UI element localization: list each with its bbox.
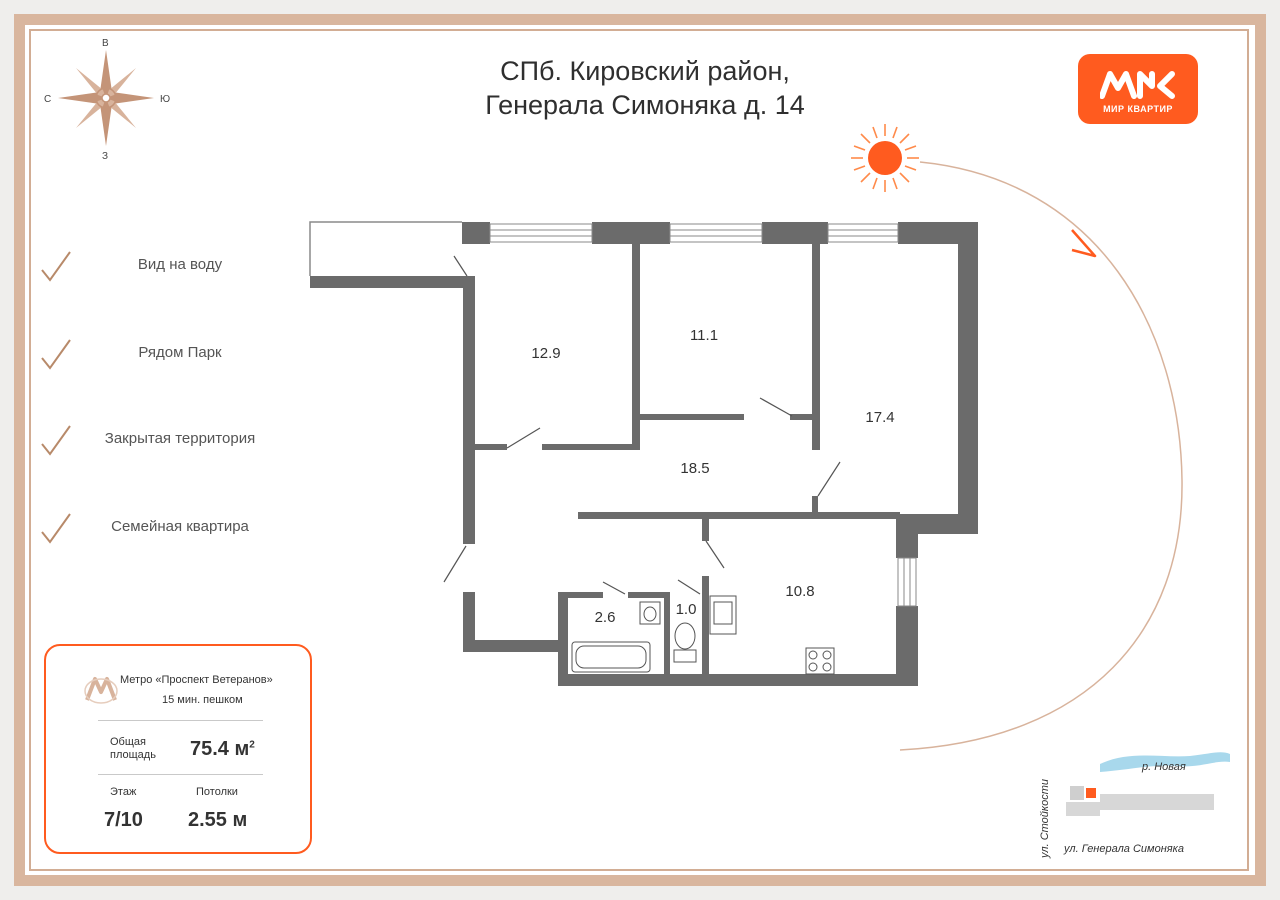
metro-walk-time: 15 мин. пешком	[162, 694, 243, 706]
sun-path-arrow-icon	[1071, 229, 1097, 258]
feature-label: Семейная квартира	[111, 518, 249, 535]
toilet-icon	[673, 622, 697, 663]
doors	[443, 255, 841, 595]
divider	[98, 774, 263, 775]
feature-item: Закрытая территория	[40, 414, 340, 464]
floor-value: 7/10	[104, 809, 143, 831]
fixtures	[571, 595, 835, 675]
river-shape	[1100, 752, 1230, 772]
check-icon	[41, 339, 71, 370]
mir-kvartir-logo-icon	[1100, 71, 1175, 99]
feature-label: Закрытая территория	[104, 430, 256, 447]
metro-icon	[84, 677, 118, 704]
location-map: р. Новая ул. Стойкости ул. Генерала Симо…	[1039, 752, 1230, 859]
room-area-label: 17.4	[865, 409, 894, 426]
feature-label: Вид на воду	[137, 256, 223, 273]
info-card: Метро «Проспект Ветеранов» 15 мин. пешко…	[44, 644, 312, 854]
check-icon	[41, 425, 71, 456]
room-area-label: 18.5	[680, 460, 709, 477]
windows	[489, 223, 917, 607]
feature-item: Семейная квартира	[40, 502, 340, 552]
metro-name: Метро «Проспект Ветеранов»	[120, 674, 273, 686]
check-icon	[41, 251, 71, 282]
room-area-label: 1.0	[676, 601, 697, 618]
street-vertical-label: ул. Стойкости	[1039, 779, 1051, 859]
area-number: 75.4 м	[190, 738, 250, 760]
walls	[310, 222, 978, 686]
ceiling-label: Потолки	[196, 786, 238, 798]
floor-label: Этаж	[110, 786, 137, 798]
area-label: Общая площадь	[110, 736, 156, 762]
street-horizontal-label: ул. Генерала Симоняка	[1063, 843, 1184, 855]
area-label-line-1: Общая	[110, 736, 146, 748]
feature-label: Рядом Парк	[138, 344, 222, 361]
ceiling-value: 2.55 м	[188, 809, 248, 831]
room-area-label: 10.8	[785, 583, 814, 600]
river-label: р. Новая	[1141, 761, 1186, 773]
compass-north-label: В	[102, 38, 109, 49]
area-label-line-2: площадь	[110, 749, 156, 761]
sun-path-diagram	[851, 124, 1183, 772]
bathtub-icon	[571, 641, 651, 673]
stove-icon	[805, 647, 835, 675]
logo-text: МИР КВАРТИР	[1103, 104, 1173, 114]
compass-rose-icon: В С Ю З	[44, 38, 170, 162]
building-marker	[1070, 786, 1084, 800]
area-value: 75.4 м2	[190, 738, 255, 761]
check-icon	[41, 513, 71, 544]
address-line-2: Генерала Симоняка д. 14	[485, 90, 805, 120]
room-area-label: 12.9	[531, 345, 560, 362]
address-line-1: СПб. Кировский район,	[500, 56, 790, 86]
mir-kvartir-logo: МИР КВАРТИР	[1078, 54, 1198, 124]
feature-item: Рядом Парк	[40, 328, 340, 378]
compass-south-label: З	[102, 151, 108, 162]
compass-east-label: Ю	[160, 94, 170, 105]
divider	[98, 720, 263, 721]
room-area-label: 2.6	[595, 609, 616, 626]
compass-west-label: С	[44, 94, 51, 105]
area-unit-superscript: 2	[249, 739, 255, 751]
feature-item: Вид на воду	[40, 240, 340, 290]
room-area-label: 11.1	[690, 327, 718, 344]
sun-icon	[851, 124, 919, 192]
address-title: СПб. Кировский район, Генерала Симоняка …	[400, 54, 890, 122]
